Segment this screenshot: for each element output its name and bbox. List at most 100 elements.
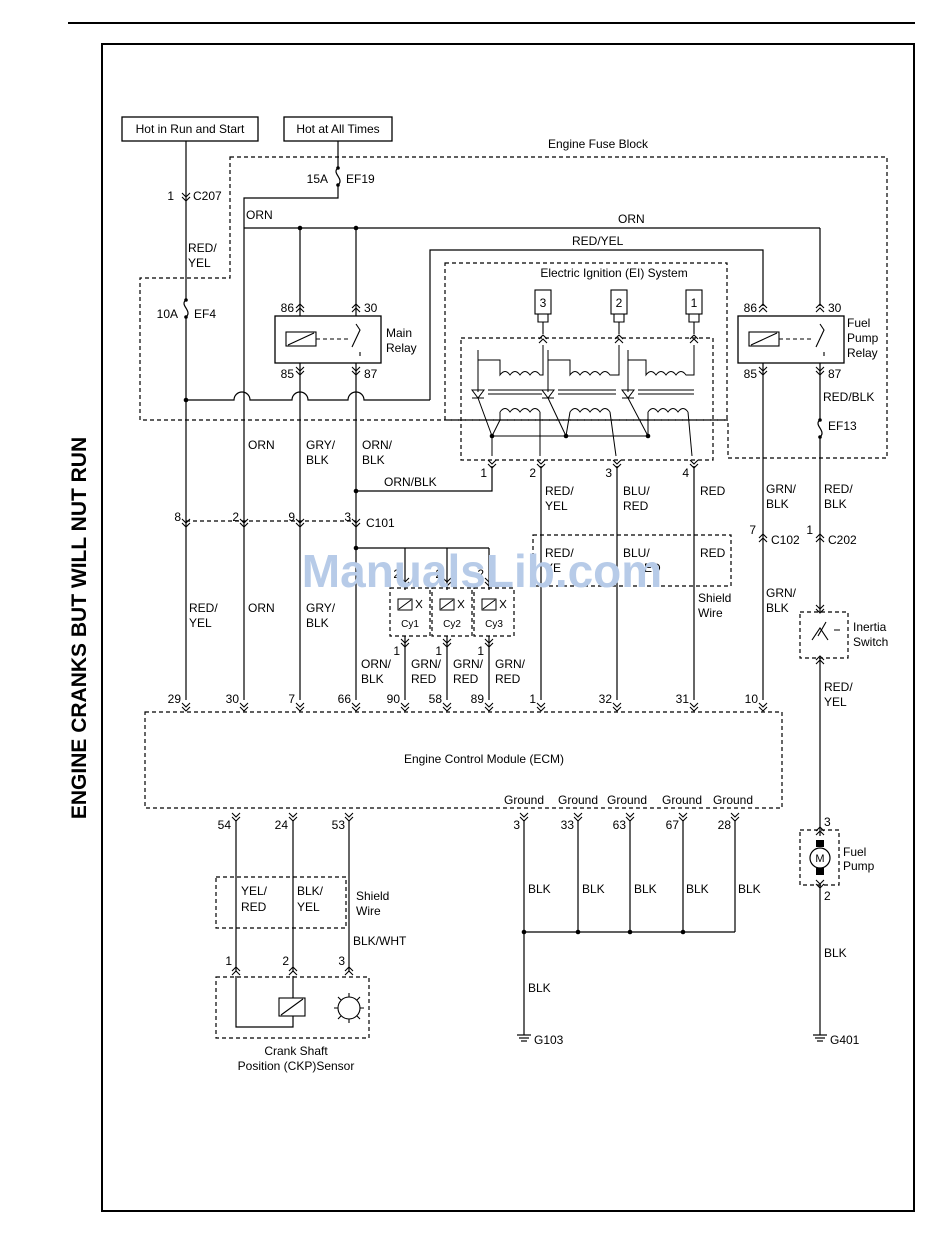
fuel-pump-relay-label-2: Pump bbox=[847, 331, 879, 345]
svg-text:BLK: BLK bbox=[766, 601, 789, 615]
svg-text:1: 1 bbox=[529, 692, 536, 706]
svg-text:3: 3 bbox=[605, 466, 612, 480]
svg-text:29: 29 bbox=[168, 692, 182, 706]
ground-g103-label: G103 bbox=[534, 1033, 564, 1047]
fuel-pump-relay-label-3: Relay bbox=[847, 346, 878, 360]
svg-text:32: 32 bbox=[599, 692, 613, 706]
svg-text:BLK/: BLK/ bbox=[297, 884, 324, 898]
svg-text:BLU/: BLU/ bbox=[623, 546, 650, 560]
ckp-shield-wire-box bbox=[215, 876, 347, 929]
svg-text:RED/YEL: RED/YEL bbox=[572, 234, 624, 248]
ef19-fuse-symbol bbox=[335, 167, 341, 186]
ei-shield-label-1: Shield bbox=[698, 591, 731, 605]
svg-text:63: 63 bbox=[613, 818, 627, 832]
power-run-start-label: Hot in Run and Start bbox=[136, 122, 245, 136]
svg-text:ORN: ORN bbox=[248, 601, 275, 615]
svg-text:2: 2 bbox=[824, 889, 831, 903]
ef19-label: EF19 bbox=[346, 172, 375, 186]
svg-text:53: 53 bbox=[332, 818, 346, 832]
svg-text:2: 2 bbox=[282, 954, 289, 968]
svg-text:RED/: RED/ bbox=[824, 482, 853, 496]
svg-text:RED: RED bbox=[700, 484, 726, 498]
ei-system-label: Electric Ignition (EI) System bbox=[540, 266, 687, 280]
svg-text:1: 1 bbox=[480, 466, 487, 480]
svg-text:ORN: ORN bbox=[248, 438, 275, 452]
diagram-frame bbox=[101, 43, 915, 1212]
svg-text:Ground: Ground bbox=[713, 793, 753, 807]
svg-text:3: 3 bbox=[824, 815, 831, 829]
svg-text:BLK: BLK bbox=[824, 497, 847, 511]
ef19-rating: 15A bbox=[307, 172, 328, 186]
ckp-sensor-label-1: Crank Shaft bbox=[264, 1044, 328, 1058]
svg-text:30: 30 bbox=[226, 692, 240, 706]
svg-text:1: 1 bbox=[477, 644, 484, 658]
svg-text:2: 2 bbox=[616, 296, 623, 310]
svg-text:BLK: BLK bbox=[738, 882, 761, 896]
svg-text:BLU/: BLU/ bbox=[623, 484, 650, 498]
engine-fuse-block-label: Engine Fuse Block bbox=[548, 137, 649, 151]
red-yel-bus bbox=[429, 249, 764, 400]
ef13-label: EF13 bbox=[828, 419, 857, 433]
svg-text:YEL/: YEL/ bbox=[241, 884, 268, 898]
ckp-shield-label-2: Wire bbox=[356, 904, 381, 918]
svg-text:YEL: YEL bbox=[188, 256, 211, 270]
fuel-pump-motor-symbol: M bbox=[815, 853, 824, 865]
svg-text:RED/: RED/ bbox=[545, 484, 574, 498]
svg-text:RED/: RED/ bbox=[189, 601, 218, 615]
svg-text:BLK: BLK bbox=[362, 453, 385, 467]
power-all-times-box bbox=[283, 116, 393, 142]
page-title: ENGINE CRANKS BUT WILL NUT RUN bbox=[68, 437, 91, 819]
svg-text:7: 7 bbox=[288, 692, 295, 706]
svg-text:RED: RED bbox=[241, 900, 267, 914]
svg-text:1: 1 bbox=[806, 523, 813, 537]
svg-text:3: 3 bbox=[540, 296, 547, 310]
ecm-title: Engine Control Module (ECM) bbox=[404, 752, 564, 766]
svg-text:Ground: Ground bbox=[504, 793, 544, 807]
svg-text:3: 3 bbox=[513, 818, 520, 832]
engine-fuse-block-outline bbox=[139, 156, 888, 459]
svg-text:87: 87 bbox=[828, 367, 842, 381]
spark-plug-2: 2 bbox=[610, 289, 628, 334]
svg-text:24: 24 bbox=[275, 818, 289, 832]
svg-text:ORN: ORN bbox=[246, 208, 273, 222]
svg-text:2: 2 bbox=[529, 466, 536, 480]
svg-text:YEL: YEL bbox=[824, 695, 847, 709]
injector-cy3 bbox=[473, 587, 515, 637]
svg-text:2: 2 bbox=[435, 567, 442, 581]
svg-text:Cy3: Cy3 bbox=[485, 619, 503, 630]
svg-text:BLK: BLK bbox=[582, 882, 605, 896]
ef4-rating: 10A bbox=[157, 307, 178, 321]
svg-text:BLK: BLK bbox=[686, 882, 709, 896]
fuel-pump-label-1: Fuel bbox=[843, 845, 866, 859]
spark-plug-1: 1 bbox=[685, 289, 703, 334]
ignition-coil-internals bbox=[471, 334, 699, 457]
svg-text:BLK: BLK bbox=[634, 882, 657, 896]
svg-text:RED: RED bbox=[700, 546, 726, 560]
svg-text:89: 89 bbox=[471, 692, 485, 706]
svg-text:67: 67 bbox=[666, 818, 680, 832]
svg-text:2: 2 bbox=[477, 567, 484, 581]
svg-text:RED/: RED/ bbox=[188, 241, 217, 255]
svg-text:66: 66 bbox=[338, 692, 352, 706]
svg-text:86: 86 bbox=[744, 301, 758, 315]
svg-text:BLK: BLK bbox=[528, 981, 551, 995]
svg-text:1: 1 bbox=[393, 644, 400, 658]
svg-text:RED/: RED/ bbox=[545, 546, 574, 560]
svg-text:RED/: RED/ bbox=[824, 680, 853, 694]
svg-text:Ground: Ground bbox=[558, 793, 598, 807]
svg-text:ORN/BLK: ORN/BLK bbox=[384, 475, 437, 489]
relay-coil-ground-bus bbox=[186, 391, 430, 401]
svg-text:87: 87 bbox=[364, 367, 378, 381]
ckp-sensor-label-2: Position (CKP)Sensor bbox=[238, 1059, 355, 1073]
svg-text:30: 30 bbox=[828, 301, 842, 315]
svg-text:BLK: BLK bbox=[306, 616, 329, 630]
ei-shield-wire-box bbox=[532, 534, 732, 587]
inertia-switch bbox=[799, 611, 849, 659]
svg-text:85: 85 bbox=[744, 367, 758, 381]
svg-text:YE: YE bbox=[545, 561, 561, 575]
svg-text:RED: RED bbox=[411, 672, 437, 686]
svg-text:90: 90 bbox=[387, 692, 401, 706]
c207-label: C207 bbox=[193, 189, 222, 203]
svg-text:3: 3 bbox=[344, 510, 351, 524]
